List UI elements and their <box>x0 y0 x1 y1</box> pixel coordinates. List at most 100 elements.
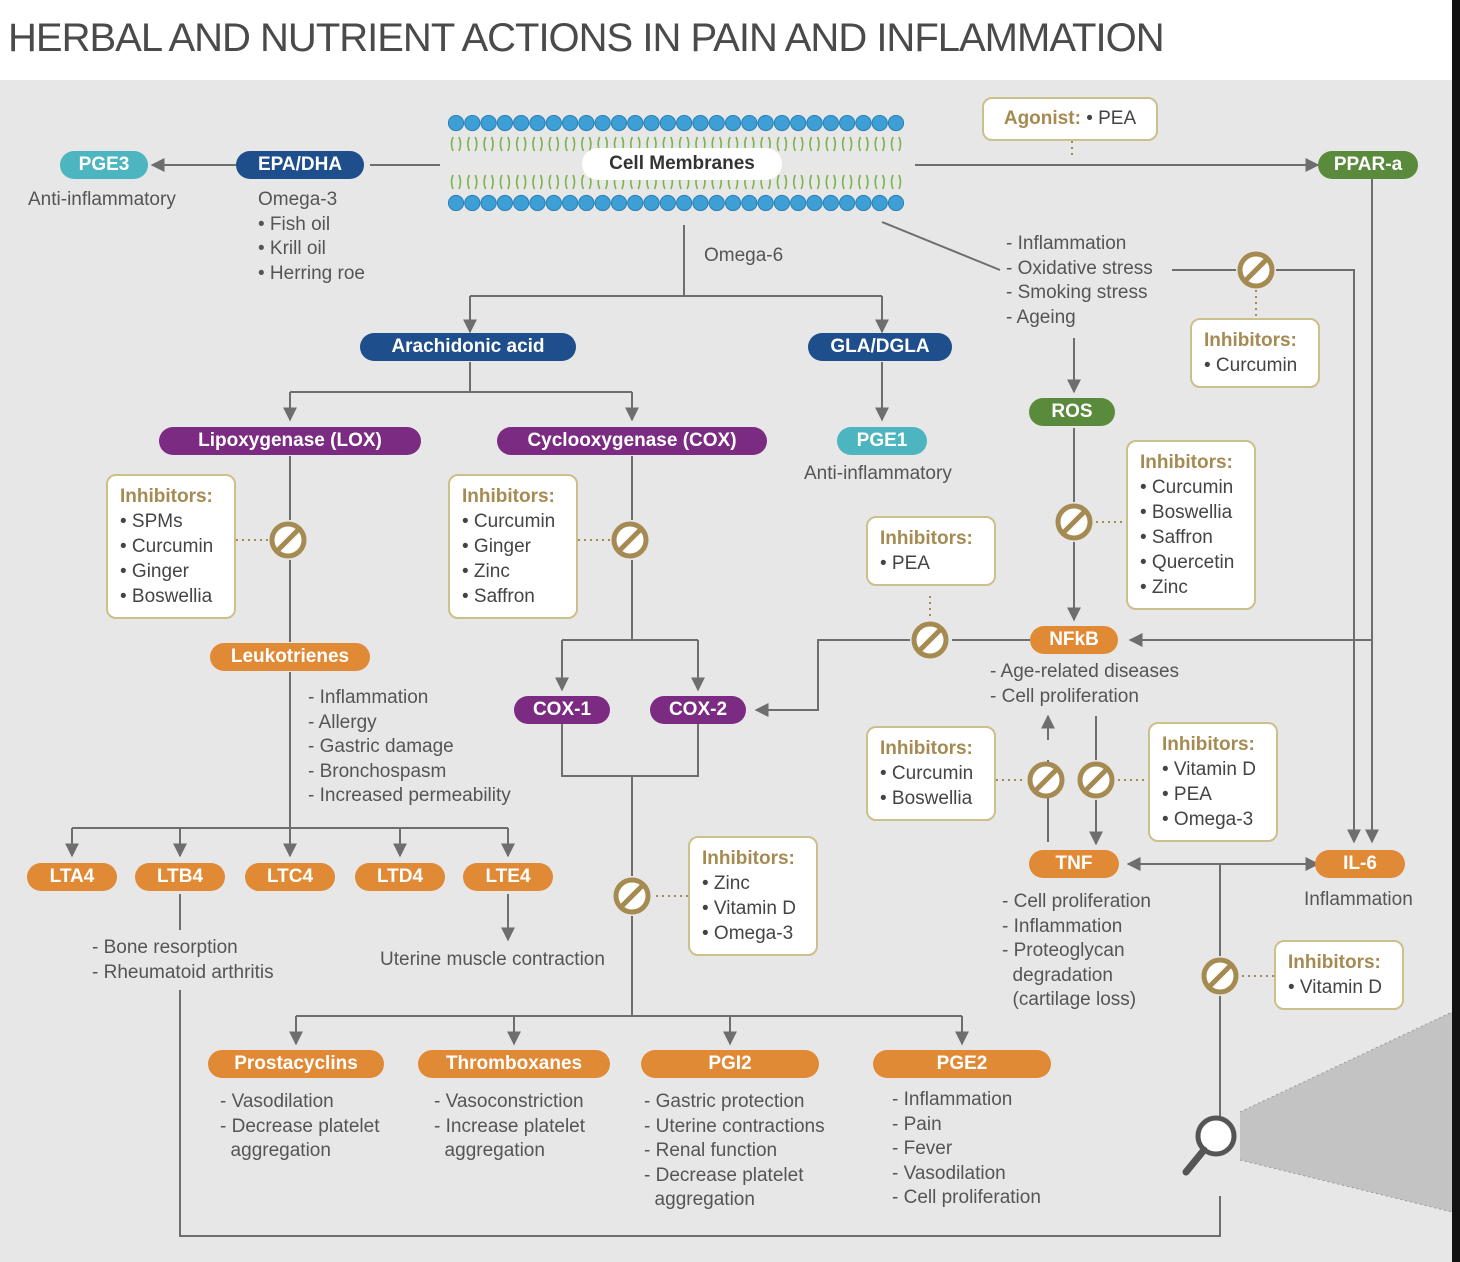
node-ltc4: LTC4 <box>245 863 335 891</box>
node-cox-1: COX-1 <box>514 696 610 724</box>
inhibitors-nfkb-cox2-box: Inhibitors:• PEA <box>866 516 996 586</box>
list-item: - Vasodilation <box>892 1162 1006 1184</box>
list-item: - Vasodilation <box>220 1091 334 1112</box>
list-item: • Krill oil <box>258 238 326 259</box>
list-item: - Proteoglycan <box>1002 940 1125 961</box>
omega3-list: Omega-3 • Fish oil • Krill oil • Herring ro… <box>258 188 365 286</box>
list-item: Omega-3 <box>258 189 338 210</box>
list-item: • Vitamin D <box>1288 977 1382 998</box>
node-pgi2: PGI2 <box>641 1050 819 1078</box>
list-item: • Curcumin <box>1204 355 1298 376</box>
lte4-effects: Uterine muscle contraction <box>380 949 605 970</box>
node-prostacyclins: Prostacyclins <box>208 1050 384 1078</box>
node-ppar-a: PPAR-a <box>1318 151 1418 179</box>
list-item: • Zinc <box>1140 577 1188 598</box>
list-item: • Ginger <box>462 536 531 557</box>
list-item: aggregation <box>434 1140 545 1161</box>
right-edge <box>1452 0 1460 1262</box>
list-item: (cartilage loss) <box>1002 989 1137 1010</box>
magnifier-icon <box>1182 1115 1237 1176</box>
inhibitors-tnf-right-box: Inhibitors:• Vitamin D• PEA• Omega-3 <box>1148 722 1278 842</box>
thromboxanes-effects: - Vasoconstriction- Increase platelet ag… <box>434 1090 585 1164</box>
list-item: - Inflammation <box>1006 233 1127 254</box>
inhibitors-heading: Inhibitors: <box>1162 734 1255 755</box>
list-item: - Allergy <box>308 711 377 733</box>
list-item: - Increased permeability <box>308 785 511 806</box>
inhibit-cox-icon <box>611 521 649 559</box>
list-item: • Omega-3 <box>702 923 794 944</box>
node-tnf: TNF <box>1029 850 1119 878</box>
list-item: - Renal function <box>644 1140 778 1161</box>
inhibitors-heading: Inhibitors: <box>1140 452 1233 473</box>
list-item: - Fever <box>892 1138 953 1159</box>
inhibitors-heading: Inhibitors: <box>462 486 555 507</box>
list-item: - Cell proliferation <box>892 1187 1041 1208</box>
title-bar: HERBAL AND NUTRIENT ACTIONS IN PAIN AND … <box>0 0 1452 80</box>
list-item: degradation <box>1002 964 1113 986</box>
list-item: • Saffron <box>462 586 535 607</box>
pge1-subtitle: Anti-inflammatory <box>804 463 952 484</box>
inhibitors-tnf-left-box: Inhibitors:• Curcumin• Boswellia <box>866 726 996 821</box>
inhibitors-ros-box: Inhibitors:• Curcumin• Boswellia• Saffro… <box>1126 440 1256 610</box>
node-lte4: LTE4 <box>463 863 553 891</box>
list-item: - Inflammation <box>308 687 429 708</box>
list-item: • Ginger <box>120 561 189 582</box>
inhibitors-lox-box: Inhibitors:• SPMs• Curcumin• Ginger• Bos… <box>106 474 236 619</box>
list-item: - Smoking stress <box>1006 282 1148 303</box>
node-epa-dha: EPA/DHA <box>236 151 364 179</box>
list-item: • Vitamin D <box>702 898 796 919</box>
list-item: • Herring roe <box>258 262 365 284</box>
node-leukotrienes: Leukotrienes <box>210 643 370 671</box>
node-thromboxanes: Thromboxanes <box>418 1050 610 1078</box>
list-item: - Rheumatoid arthritis <box>92 961 274 983</box>
list-item: - Bronchospasm <box>308 760 447 782</box>
list-item: - Oxidative stress <box>1006 257 1153 279</box>
list-item: • Boswellia <box>880 788 973 809</box>
inhibit-ros-icon <box>1055 503 1093 541</box>
list-item: - Increase platelet <box>434 1115 586 1137</box>
list-item: • PEA <box>1162 784 1212 805</box>
inhibitors-cox-products-box: Inhibitors: • Zinc • Vitamin D • Omega-3 <box>688 836 818 956</box>
node-gla-dgla: GLA/DGLA <box>808 333 952 361</box>
node-cox-2: COX-2 <box>650 696 746 724</box>
inhibit-tnf-down-icon <box>1077 761 1115 799</box>
pge3-subtitle: Anti-inflammatory <box>28 189 176 210</box>
node-lipoxygenase: Lipoxygenase (LOX) <box>159 427 421 455</box>
inhibit-oxidative-icon <box>1237 251 1275 289</box>
list-item: - Uterine contractions <box>644 1115 825 1137</box>
inhibit-il6-icon <box>1201 957 1239 995</box>
list-item: - Ageing <box>1006 306 1076 328</box>
list-item: • Curcumin <box>120 536 214 557</box>
stress-list: - Inflammation - Oxidative stress - Smokin… <box>1006 232 1153 330</box>
inhibitors-heading: Inhibitors: <box>1288 952 1381 973</box>
agonist-item: • PEA <box>1086 108 1137 129</box>
list-item: • Quercetin <box>1140 552 1235 573</box>
tnf-effects: - Cell proliferation- Inflammation- Prot… <box>1002 890 1151 1013</box>
node-ros: ROS <box>1029 398 1115 426</box>
node-pge1: PGE1 <box>837 427 927 455</box>
list-item: - Cell proliferation <box>1002 891 1151 912</box>
node-pge3: PGE3 <box>60 151 148 179</box>
list-item: aggregation <box>644 1189 755 1210</box>
list-item: - Bone resorption <box>92 937 238 958</box>
list-item: • Curcumin <box>1140 477 1234 498</box>
inhibit-lox-icon <box>269 521 307 559</box>
agonist-box: Agonist: • PEA <box>982 97 1158 141</box>
list-item: - Cell proliferation <box>990 685 1139 707</box>
list-item: - Pain <box>892 1113 942 1135</box>
inhibitors-heading: Inhibitors: <box>880 738 973 759</box>
nfkb-effects: - Age-related diseases- Cell proliferati… <box>990 660 1179 709</box>
list-item: - Decrease platelet <box>644 1164 804 1186</box>
ltb4-effects: - Bone resorption - Rheumatoid arthritis <box>92 936 274 985</box>
node-nfkb: NFkB <box>1030 626 1118 654</box>
list-item: • Fish oil <box>258 213 331 235</box>
node-lta4: LTA4 <box>27 863 117 891</box>
inhibit-nfkb-cox2-icon <box>911 621 949 659</box>
list-item: • Vitamin D <box>1162 759 1256 780</box>
inhibitors-heading: Inhibitors: <box>702 848 795 869</box>
node-ltb4: LTB4 <box>135 863 225 891</box>
leukotriene-effects: - Inflammation- Allergy- Gastric damage-… <box>308 686 511 809</box>
list-item: • Zinc <box>702 873 750 894</box>
